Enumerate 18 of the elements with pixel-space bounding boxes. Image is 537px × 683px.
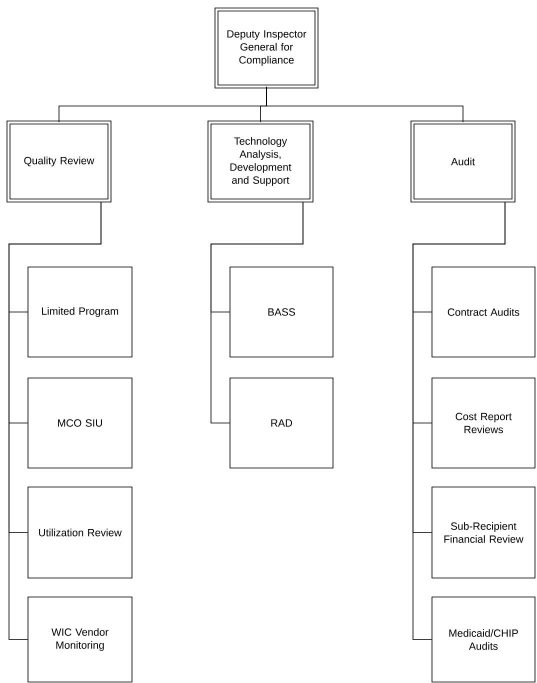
head-box: Deputy Inspector General for Compliance [214, 8, 318, 88]
connector-line [8, 202, 102, 640]
department-box: Technology Analysis, Development and Support [208, 120, 314, 202]
department-box: Audit [410, 120, 516, 202]
unit-box: Utilization Review [28, 486, 132, 578]
unit-box: WIC Vendor Monitoring [28, 596, 132, 682]
unit-box: BASS [230, 266, 334, 358]
unit-box: RAD [230, 378, 334, 468]
unit-box: Contract Audits [432, 266, 536, 358]
unit-box: Sub-Recipient Financial Review [432, 486, 536, 578]
unit-box: Cost Report Reviews [432, 378, 536, 468]
connector-line [266, 86, 464, 122]
unit-box: MCO SIU [28, 378, 132, 468]
department-box: Quality Review [6, 120, 112, 202]
connector-line [210, 202, 304, 424]
unit-box: Medicaid/CHIP Audits [432, 596, 536, 682]
unit-box: Limited Program [28, 266, 132, 358]
connector-line [412, 202, 506, 640]
